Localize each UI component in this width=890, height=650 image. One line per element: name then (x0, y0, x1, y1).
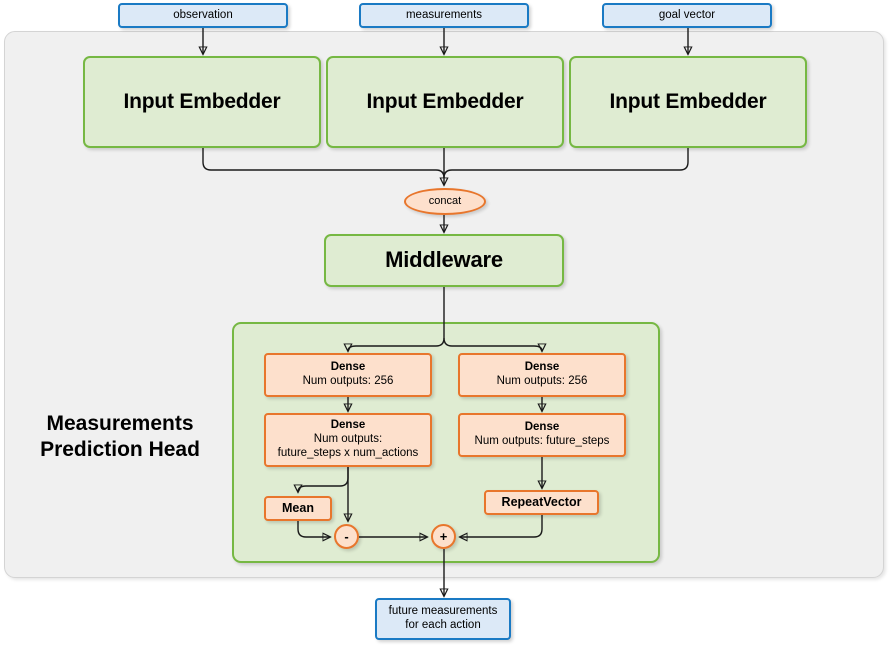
input-box-observation-label: observation (173, 8, 233, 21)
input-box-observation[interactable]: observation (118, 3, 288, 28)
input-box-measurements[interactable]: measurements (359, 3, 529, 28)
input-box-goal-vector[interactable]: goal vector (602, 3, 772, 28)
dense-right-1-title: Dense (524, 361, 560, 374)
input-embedder-observation[interactable]: Input Embedder (83, 56, 321, 148)
middleware-label: Middleware (385, 247, 503, 273)
page-title-line1: Measurements (46, 412, 194, 435)
dense-right-2-sub: Num outputs: future_steps (474, 435, 610, 447)
page-title-line2: Prediction Head (40, 438, 200, 462)
subtract-operator[interactable]: - (334, 524, 359, 549)
dense-left-2-sub: Num outputs: (313, 433, 383, 446)
repeat-vector-box[interactable]: RepeatVector (484, 490, 599, 515)
mean-box-label: Mean (282, 501, 314, 515)
dense-right-2-title: Dense (524, 421, 560, 434)
input-embedder-measurements-label: Input Embedder (366, 90, 524, 114)
input-embedder-goal-vector[interactable]: Input Embedder (569, 56, 807, 148)
input-box-measurements-label: measurements (405, 8, 483, 21)
concat-node-label: concat (428, 194, 462, 207)
repeat-vector-box-label: RepeatVector (501, 495, 582, 509)
add-operator[interactable]: + (431, 524, 456, 549)
input-embedder-goal-vector-label: Input Embedder (609, 90, 767, 114)
dense-left-1-sub: Num outputs: 256 (302, 375, 394, 387)
output-box-line2: for each action (405, 619, 481, 631)
dense-right-1[interactable]: Dense Num outputs: 256 (458, 353, 626, 397)
dense-left-1-title: Dense (330, 361, 366, 374)
dense-left-2-title: Dense (330, 419, 366, 432)
middleware-box[interactable]: Middleware (324, 234, 564, 287)
add-operator-label: + (439, 528, 448, 544)
page-title: Measurements Prediction Head (16, 411, 224, 464)
output-box-line1: future measurements (388, 605, 498, 618)
dense-right-1-sub: Num outputs: 256 (496, 375, 588, 387)
subtract-operator-label: - (344, 528, 349, 544)
input-box-goal-vector-label: goal vector (658, 8, 716, 21)
input-embedder-observation-label: Input Embedder (123, 90, 281, 114)
output-box-future-measurements[interactable]: future measurements for each action (375, 598, 511, 640)
dense-left-2[interactable]: Dense Num outputs: future_steps x num_ac… (264, 413, 432, 467)
input-embedder-measurements[interactable]: Input Embedder (326, 56, 564, 148)
dense-left-1[interactable]: Dense Num outputs: 256 (264, 353, 432, 397)
concat-node[interactable]: concat (404, 188, 486, 215)
dense-left-2-sub2: future_steps x num_actions (277, 446, 419, 459)
mean-box[interactable]: Mean (264, 496, 332, 521)
dense-right-2[interactable]: Dense Num outputs: future_steps (458, 413, 626, 457)
